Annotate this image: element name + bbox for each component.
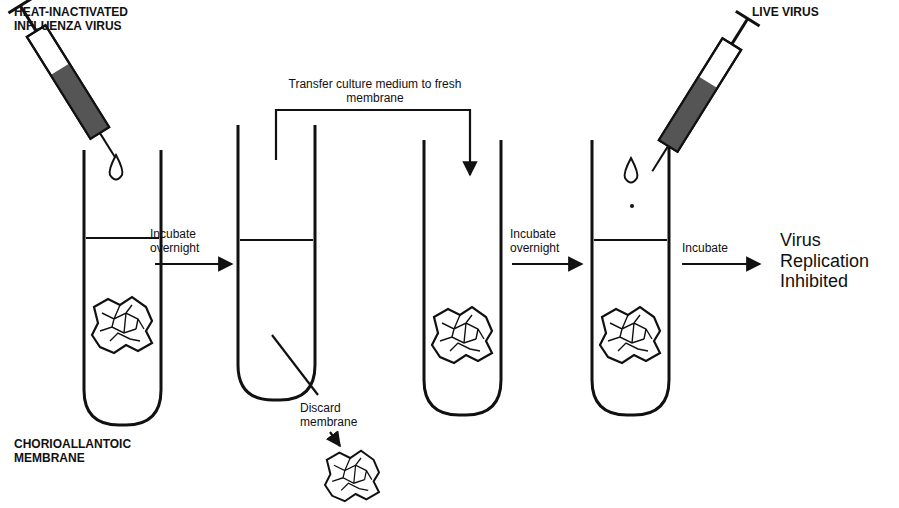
- step-label: Incubate: [682, 242, 758, 256]
- discard-label: Discard membrane: [300, 402, 380, 430]
- transfer-label: Transfer culture medium to fresh membran…: [280, 78, 470, 106]
- syringe-label: LIVE VIRUS: [752, 6, 842, 20]
- syringe-label: HEAT-INACTIVATED INFLUENZA VIRUS: [14, 6, 164, 34]
- membrane-label: CHORIOALLANTOIC MEMBRANE: [14, 438, 164, 466]
- result-label: Virus Replication Inhibited: [780, 230, 892, 292]
- step-label: Incubate overnight: [510, 228, 588, 256]
- step-label: Incubate overnight: [150, 228, 228, 256]
